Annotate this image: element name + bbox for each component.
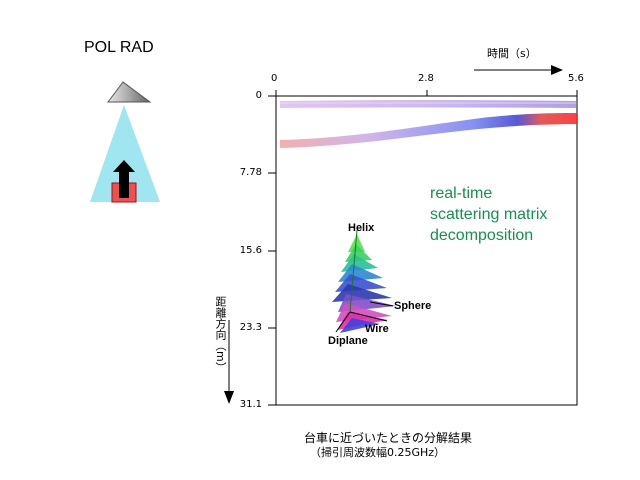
x-axis-label: 時間（s） bbox=[487, 47, 537, 60]
y-tick-3: 23.3 bbox=[239, 322, 262, 333]
annotation-line-2: scattering matrix bbox=[430, 206, 548, 223]
y-tick-2: 15.6 bbox=[239, 245, 262, 256]
helix-label: Helix bbox=[348, 222, 375, 234]
radar-title: POL RAD bbox=[84, 39, 154, 56]
time-arrow-icon bbox=[551, 65, 563, 75]
diplane-label: Diplane bbox=[328, 335, 368, 347]
sphere-label: Sphere bbox=[394, 300, 432, 312]
annotation-line-1: real-time bbox=[430, 185, 493, 202]
track-lower bbox=[280, 113, 577, 148]
range-arrow-icon bbox=[224, 391, 234, 404]
x-tick-0: 0 bbox=[271, 73, 278, 84]
x-tick-1: 2.8 bbox=[418, 73, 434, 84]
caption-line-2: （掃引周波数幅0.25GHz） bbox=[310, 446, 446, 459]
y-tick-0: 0 bbox=[255, 90, 262, 101]
scattering-glyph bbox=[332, 229, 396, 333]
approach-arrow-icon bbox=[113, 160, 135, 198]
y-axis-label: 距離方向（m） bbox=[214, 296, 227, 373]
y-tick-4: 31.1 bbox=[239, 399, 262, 410]
wire-label: Wire bbox=[365, 323, 389, 335]
annotation-line-3: decomposition bbox=[430, 227, 534, 244]
track-upper bbox=[280, 100, 576, 108]
radar-beam bbox=[90, 105, 160, 202]
y-tick-1: 7.78 bbox=[239, 167, 262, 178]
annotation-text: real-time scattering matrix decompositio… bbox=[430, 183, 547, 246]
x-tick-2: 5.6 bbox=[568, 73, 584, 84]
antenna-icon bbox=[107, 81, 152, 103]
caption-line-1: 台車に近づいたときの分解結果 bbox=[304, 431, 473, 445]
